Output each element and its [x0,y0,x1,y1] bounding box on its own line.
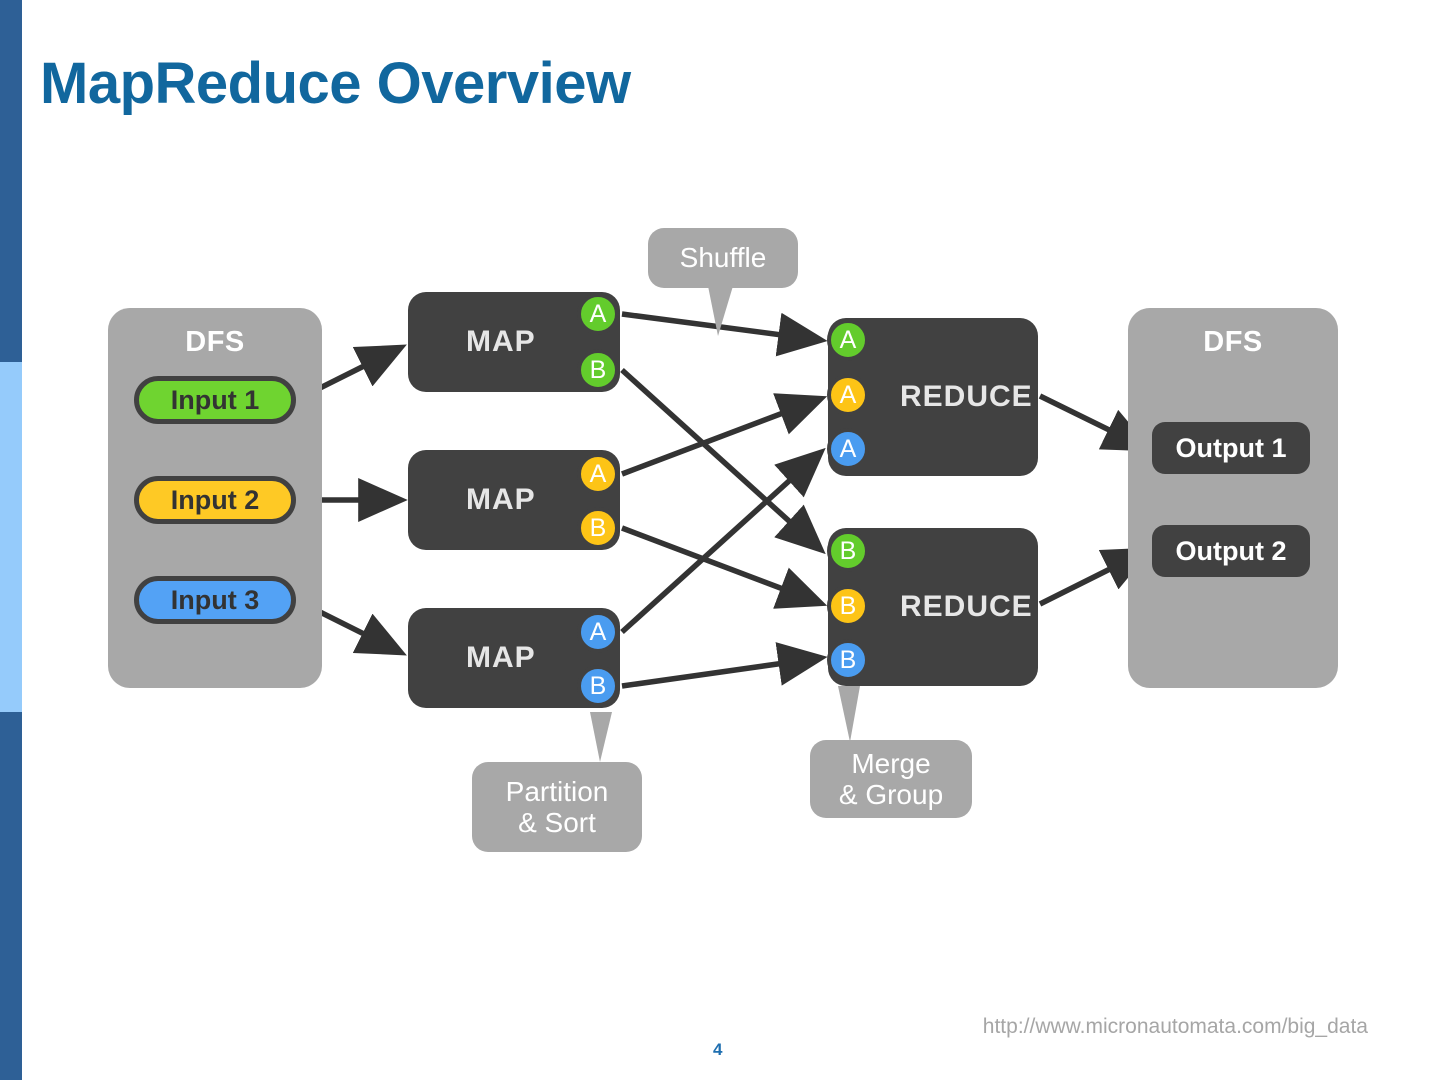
callout-shuffle: Shuffle [648,228,798,288]
arrow-map1B-to-reduce2B-green [620,367,826,555]
reduce1-input-key-green-a[interactable]: A [827,319,869,361]
left-accent-bar [0,0,22,1080]
reduce2-input-key-blue-b-label: B [839,645,857,674]
dfs-output-label: DFS [1203,326,1263,358]
reduce1-input-key-yellow-a[interactable]: A [827,374,869,416]
reduce-node-1-label: REDUCE [900,380,1033,413]
map2-output-key-a-label: A [589,459,607,488]
map1-output-key-a-label: A [589,299,607,328]
output-box-2[interactable]: Output 2 [1152,525,1310,577]
map-node-2-label: MAP [466,483,536,516]
reduce1-input-key-blue-a[interactable]: A [827,428,869,470]
map2-output-key-b-label: B [589,513,607,542]
callout-shuffle-label: Shuffle [679,242,767,274]
map1-output-key-b-label: B [589,355,607,384]
callout-partition-sort-line2: & Sort [518,807,596,838]
accent-bar-segment-middle [0,362,22,712]
output-box-1-label: Output 1 [1175,432,1287,463]
map3-output-key-a[interactable]: A [577,611,619,653]
map3-output-key-b-label: B [589,671,607,700]
reduce1-input-key-blue-a-label: A [839,434,857,463]
dfs-input-label: DFS [185,326,245,358]
accent-bar-segment-bottom [0,712,22,1080]
callout-merge-group-line1: Merge [851,747,931,779]
callout-merge-group: Merge & Group [810,740,972,818]
accent-bar-segment-top [0,0,22,362]
input-pill-3-label: Input 3 [170,584,260,615]
input-pill-2[interactable]: Input 2 [134,476,296,524]
callout-merge-group-line2: & Group [838,779,944,810]
output-box-2-label: Output 2 [1175,535,1287,566]
footer-source-url: http://www.micronautomata.com/big_data [982,1015,1368,1038]
reduce2-input-key-yellow-b-label: B [839,591,857,620]
arrow-map2A-to-reduce1A-yellow [621,393,828,477]
reduce1-input-key-green-a-label: A [839,325,857,354]
map3-output-key-a-label: A [589,617,607,646]
map-node-3-label: MAP [466,641,536,674]
reduce2-input-key-blue-b[interactable]: B [827,639,869,681]
input-pill-3[interactable]: Input 3 [134,576,296,624]
arrow-map1A-to-reduce1A [621,311,828,357]
dfs-input-container: DFS Input 1 Input 2 Input 3 [108,308,322,688]
page-title: MapReduce Overview [40,51,631,116]
map3-output-key-b[interactable]: B [577,665,619,707]
input-pill-2-label: Input 2 [170,484,260,515]
input-pill-1-label: Input 1 [170,384,260,415]
arrow-map3A-to-reduce1A-blue [620,447,826,635]
page-number: 4 [713,1040,723,1059]
arrow-map3B-to-reduce2B-blue [621,642,828,689]
arrow-map2B-to-reduce2B-yellow [621,525,828,609]
map1-output-key-a[interactable]: A [577,293,619,335]
reduce-node-2-label: REDUCE [900,590,1033,623]
shuffle-tail [708,286,733,336]
map2-output-key-b[interactable]: B [577,507,619,549]
reduce2-input-key-yellow-b[interactable]: B [827,585,869,627]
map-node-1-label: MAP [466,325,536,358]
input-pill-1[interactable]: Input 1 [134,376,296,424]
partition-sort-tail [590,712,612,762]
merge-group-tail [838,686,860,742]
reduce1-input-key-yellow-a-label: A [839,380,857,409]
reduce2-input-key-green-b-label: B [839,536,857,565]
callout-tails [590,286,860,762]
callout-partition-sort-line1: Partition [505,775,609,807]
dfs-output-container: DFS Output 1 Output 2 [1128,308,1338,688]
map1-output-key-b[interactable]: B [577,349,619,391]
output-box-1[interactable]: Output 1 [1152,422,1310,474]
map2-output-key-a[interactable]: A [577,453,619,495]
callout-partition-sort: Partition & Sort [472,762,642,852]
reduce2-input-key-green-b[interactable]: B [827,530,869,572]
